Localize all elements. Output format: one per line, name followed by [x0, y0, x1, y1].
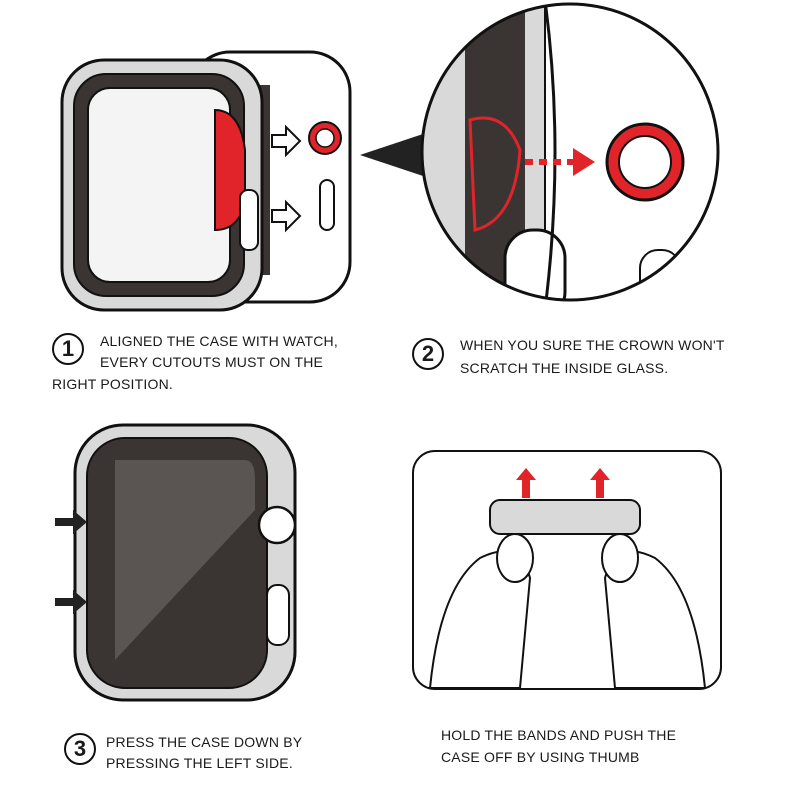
- step4-illustration: [412, 450, 722, 690]
- crown: [257, 505, 297, 545]
- arrow-icon: [55, 510, 87, 534]
- step3-line2: PRESSING THE LEFT SIDE.: [106, 755, 293, 771]
- step1-number: 1: [52, 333, 84, 365]
- step3-number: 3: [64, 733, 96, 765]
- step4-line2: CASE OFF BY USING THUMB: [441, 749, 640, 765]
- step1-line1: ALIGNED THE CASE WITH WATCH,: [100, 333, 338, 349]
- step1-illustration: [60, 50, 352, 312]
- step4-line1: HOLD THE BANDS AND PUSH THE: [441, 727, 677, 743]
- step1-line2: EVERY CUTOUTS MUST ON THE: [100, 354, 324, 370]
- arrow-icon: [271, 124, 302, 158]
- step2-number: 2: [412, 338, 444, 370]
- step1-line3: RIGHT POSITION.: [52, 376, 173, 392]
- step2-line2: SCRATCH THE INSIDE GLASS.: [460, 360, 669, 376]
- step2-illustration: [360, 2, 720, 302]
- step2-line1: WHEN YOU SURE THE CROWN WON'T: [460, 337, 725, 353]
- step3-line1: PRESS THE CASE DOWN BY: [106, 734, 303, 750]
- arrow-icon: [271, 199, 302, 233]
- step3-illustration: [55, 423, 297, 702]
- arrow-icon: [55, 590, 87, 614]
